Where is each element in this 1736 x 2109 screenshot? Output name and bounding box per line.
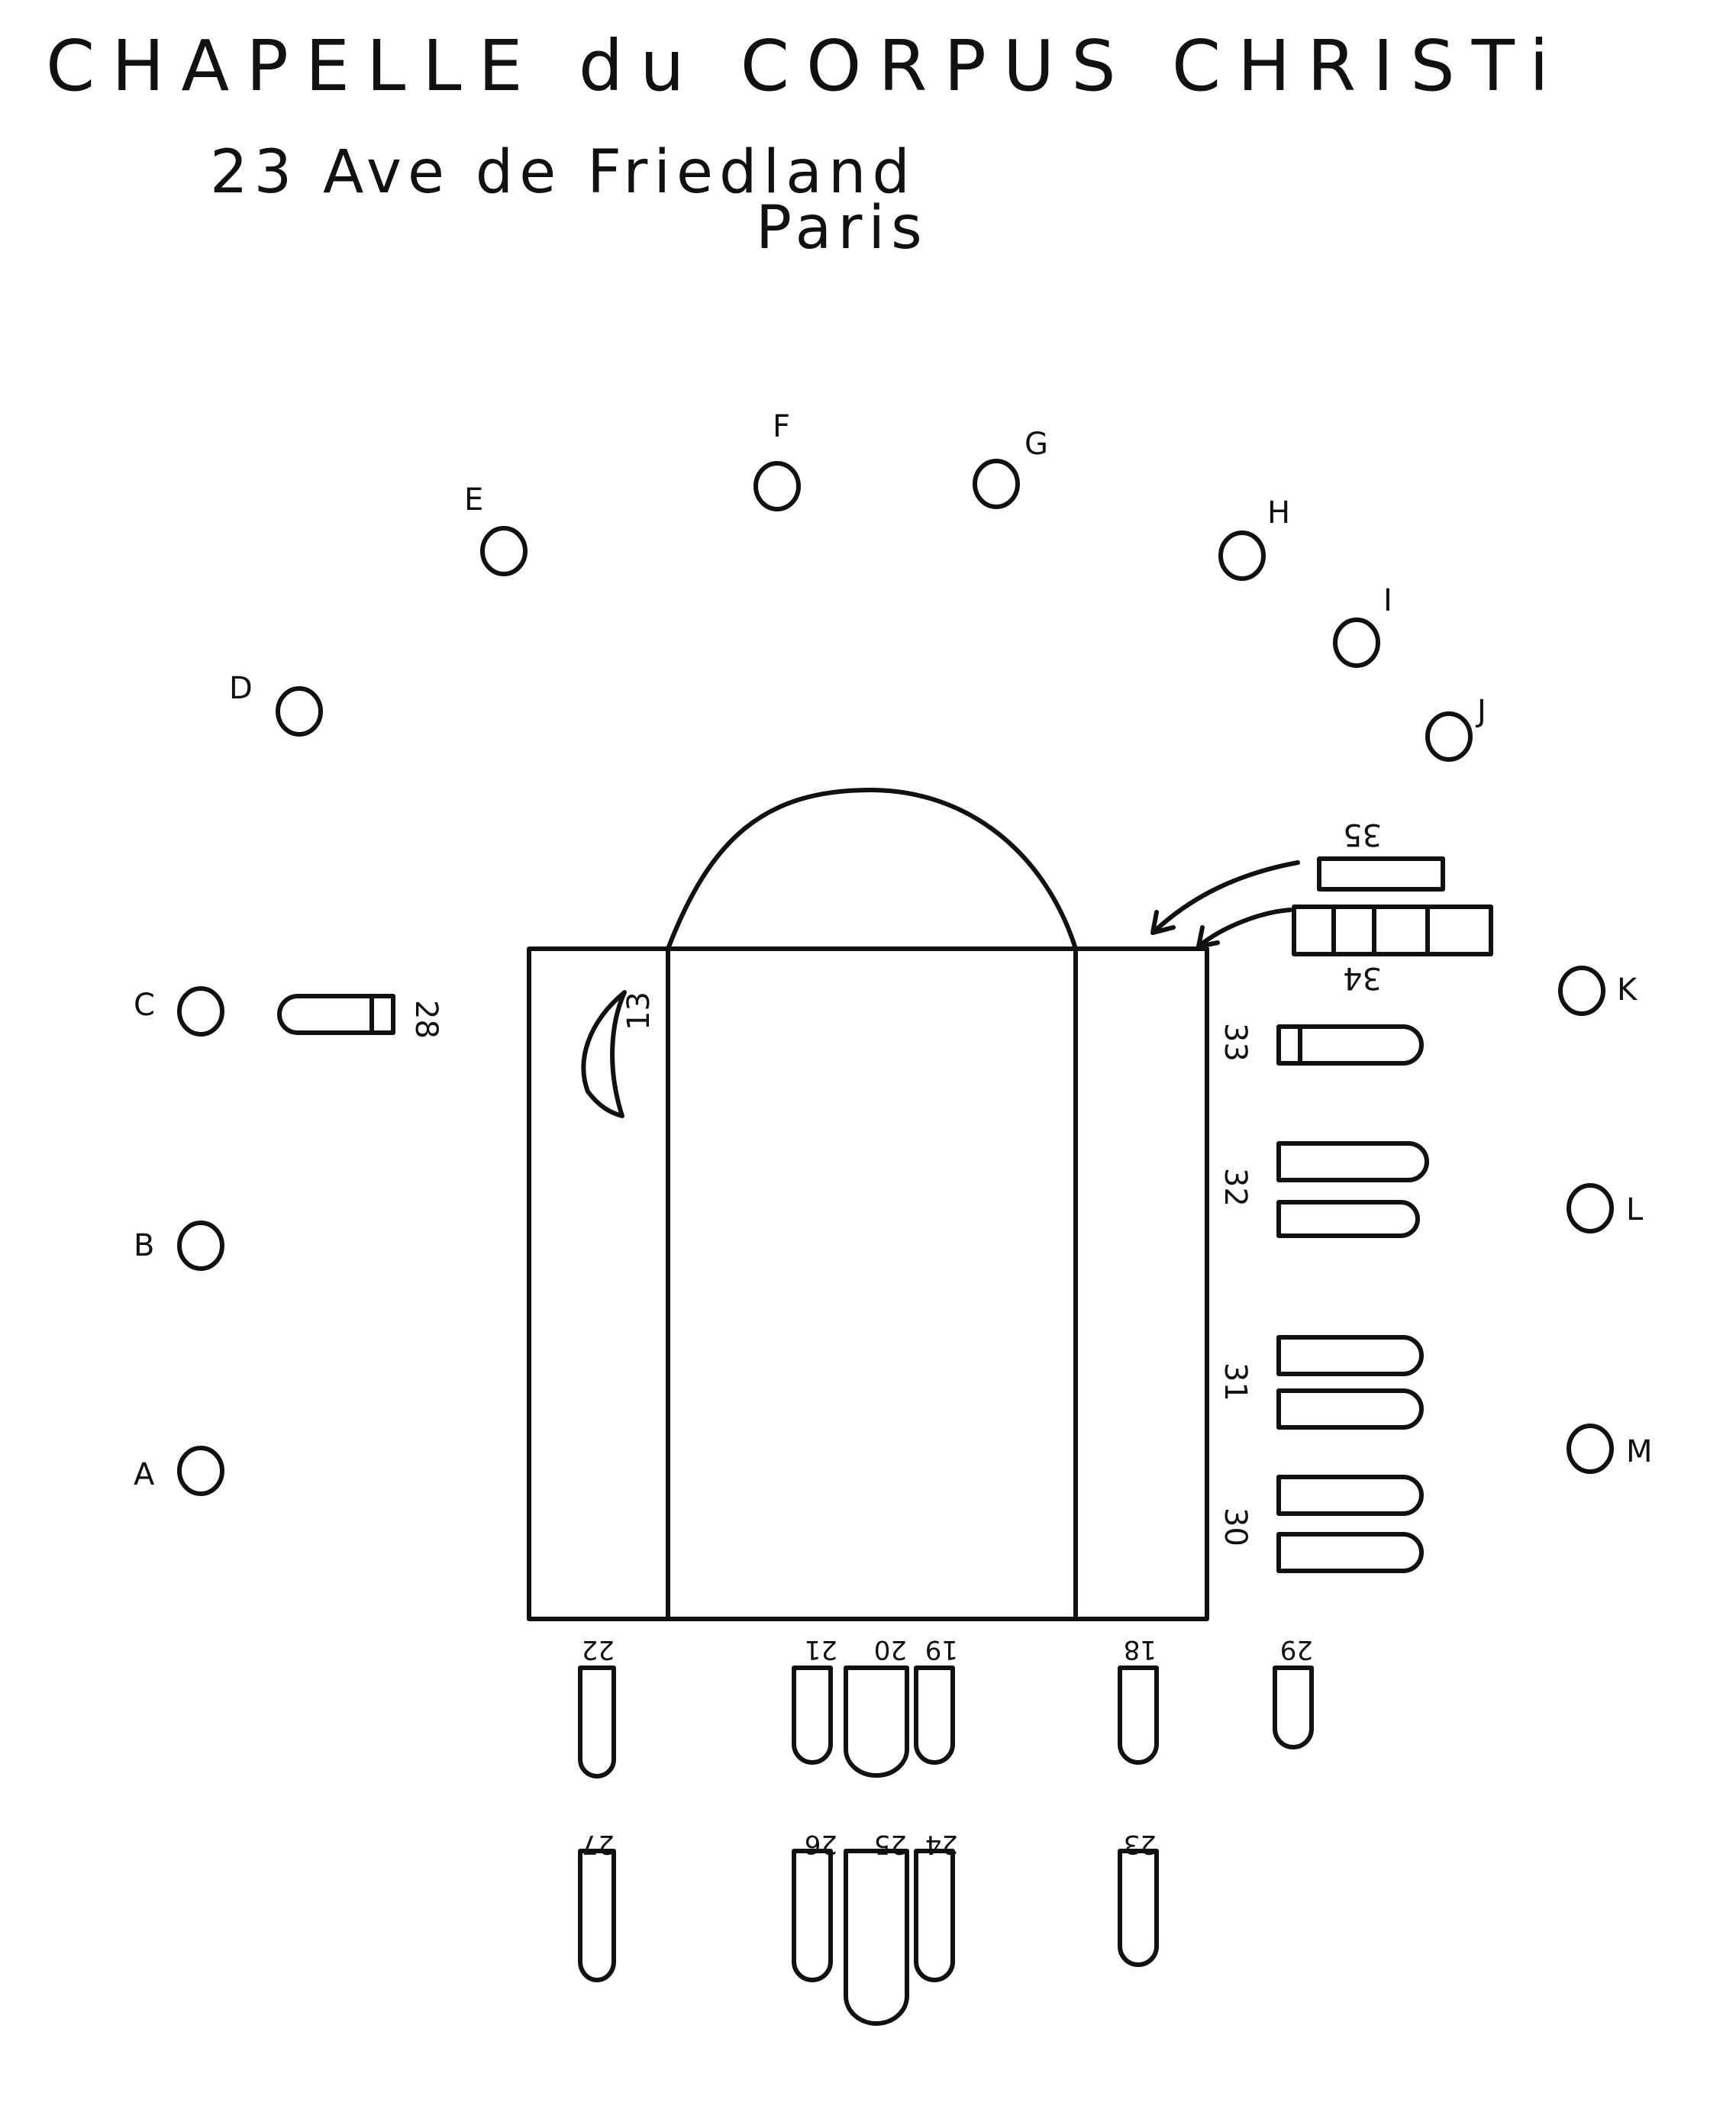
- svg-text:33: 33: [1218, 1023, 1253, 1062]
- marker-C: C: [134, 986, 224, 1037]
- fixture-32: 32: [1218, 1141, 1429, 1238]
- fixture-28: 28: [277, 994, 444, 1039]
- fixture-13: 13: [581, 990, 657, 1118]
- svg-text:C: C: [134, 988, 155, 1023]
- svg-text:22: 22: [582, 1634, 615, 1665]
- marker-L: L: [1567, 1183, 1644, 1233]
- svg-text:K: K: [1617, 972, 1638, 1008]
- address-line-1: 23 Ave de Friedland: [210, 138, 916, 207]
- fixture-20: 20: [844, 1634, 909, 1778]
- svg-text:B: B: [134, 1228, 154, 1263]
- plan-title: CHAPELLE du CORPUS CHRISTi: [46, 25, 1566, 107]
- svg-text:E: E: [464, 482, 483, 518]
- fixture-29: 29: [1273, 1634, 1314, 1749]
- fixture-21: 21: [792, 1634, 837, 1765]
- marker-D: D: [229, 671, 323, 737]
- marker-H: H: [1218, 495, 1290, 581]
- svg-text:34: 34: [1343, 960, 1382, 995]
- marker-M: M: [1567, 1424, 1653, 1474]
- svg-text:27: 27: [582, 1829, 615, 1859]
- fixture-25: 25: [844, 1829, 909, 2026]
- marker-G: G: [973, 427, 1048, 509]
- marker-I: I: [1333, 583, 1392, 668]
- svg-text:30: 30: [1218, 1508, 1253, 1546]
- svg-text:25: 25: [874, 1829, 907, 1859]
- svg-text:28: 28: [408, 1000, 444, 1039]
- fixture-26: 26: [792, 1829, 837, 1982]
- marker-A: A: [134, 1446, 224, 1496]
- svg-text:M: M: [1626, 1434, 1653, 1469]
- svg-text:D: D: [229, 671, 253, 706]
- svg-text:32: 32: [1218, 1168, 1253, 1207]
- svg-text:19: 19: [925, 1634, 958, 1665]
- svg-text:18: 18: [1124, 1634, 1157, 1665]
- svg-text:H: H: [1267, 495, 1290, 530]
- fixture-27: 27: [578, 1829, 616, 1982]
- marker-J: J: [1425, 694, 1486, 762]
- svg-text:I: I: [1383, 583, 1392, 618]
- svg-text:31: 31: [1218, 1362, 1253, 1401]
- svg-text:L: L: [1626, 1192, 1644, 1227]
- fixture-30: 30: [1218, 1475, 1424, 1573]
- marker-E: E: [464, 482, 528, 576]
- fixture-18: 18: [1118, 1634, 1159, 1765]
- svg-text:21: 21: [805, 1634, 837, 1665]
- fixture-19: 19: [914, 1634, 958, 1765]
- label-13: 13: [621, 992, 657, 1030]
- svg-text:29: 29: [1280, 1634, 1313, 1665]
- svg-text:23: 23: [1124, 1829, 1157, 1859]
- fixture-23: 23: [1118, 1829, 1159, 1967]
- fixture-34: 34: [1292, 905, 1493, 995]
- marker-B: B: [134, 1221, 224, 1271]
- svg-text:35: 35: [1343, 817, 1382, 852]
- arrows: [1150, 860, 1300, 949]
- chapel-outline: [527, 788, 1209, 1621]
- svg-text:20: 20: [874, 1634, 907, 1665]
- svg-text:G: G: [1024, 427, 1048, 462]
- marker-F: F: [753, 409, 801, 511]
- svg-text:J: J: [1475, 694, 1486, 729]
- fixture-35: 35: [1317, 817, 1445, 892]
- address-line-2: Paris: [756, 194, 928, 263]
- fixture-33: 33: [1218, 1023, 1424, 1066]
- marker-K: K: [1558, 966, 1638, 1016]
- svg-text:F: F: [773, 409, 790, 444]
- fixture-31: 31: [1218, 1335, 1424, 1430]
- svg-text:A: A: [134, 1457, 155, 1492]
- fixture-22: 22: [578, 1634, 616, 1778]
- fixture-24: 24: [914, 1829, 958, 1982]
